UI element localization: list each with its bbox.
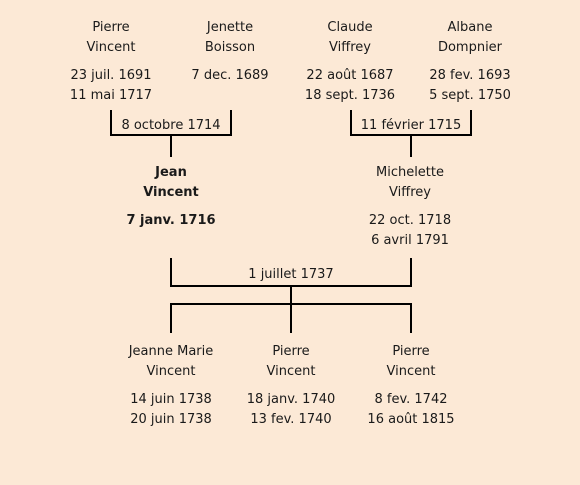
last-name: Vincent: [386, 364, 436, 379]
death-date: 20 juin 1738: [130, 412, 212, 427]
birth-date: 7 janv. 1716: [126, 213, 216, 228]
last-name: Dompnier: [437, 40, 503, 55]
death-date: 16 août 1815: [367, 412, 455, 427]
first-name: Pierre: [392, 344, 430, 359]
death-date: 13 fev. 1740: [250, 412, 332, 427]
first-name: Albane: [447, 20, 493, 35]
birth-date: 28 fev. 1693: [429, 68, 511, 83]
last-name: Vincent: [86, 40, 136, 55]
death-date: 18 sept. 1736: [304, 88, 396, 103]
first-name: Jenette: [206, 20, 254, 35]
first-name: Michelette: [375, 165, 444, 180]
death-date: 11 mai 1717: [69, 88, 153, 103]
person-jean-vincent: Jean Vincent 7 janv. 1716: [96, 163, 246, 251]
birth-date: 8 fev. 1742: [374, 392, 448, 407]
last-name: Viffrey: [389, 185, 431, 200]
child-jeanne-marie-vincent: Jeanne Marie Vincent 14 juin 1738 20 jui…: [96, 342, 246, 430]
death-date: 6 avril 1791: [371, 233, 449, 248]
first-name: Jean: [155, 165, 187, 180]
marriage-date-jean-michelette: 1 juillet 1737: [248, 267, 334, 282]
last-name: Boisson: [204, 40, 256, 55]
last-name: Viffrey: [329, 40, 371, 55]
marriage-date-vincent-boisson: 8 octobre 1714: [121, 118, 221, 133]
last-name: Vincent: [266, 364, 316, 379]
birth-date: 7 dec. 1689: [191, 68, 269, 83]
first-name: Claude: [327, 20, 373, 35]
person-claude-viffrey: Claude Viffrey 22 août 1687 18 sept. 173…: [275, 18, 425, 106]
birth-date: 18 janv. 1740: [246, 392, 336, 407]
birth-date: 14 juin 1738: [130, 392, 212, 407]
first-name: Jeanne Marie: [128, 344, 214, 359]
last-name: Vincent: [146, 364, 196, 379]
first-name: Pierre: [92, 20, 130, 35]
person-albane-dompnier: Albane Dompnier 28 fev. 1693 5 sept. 175…: [395, 18, 545, 106]
birth-date: 23 juil. 1691: [70, 68, 152, 83]
person-michelette-viffrey: Michelette Viffrey 22 oct. 1718 6 avril …: [335, 163, 485, 251]
person-pierre-vincent-senior: Pierre Vincent 23 juil. 1691 11 mai 1717: [36, 18, 186, 106]
death-date: [96, 231, 246, 251]
birth-date: 22 oct. 1718: [368, 213, 452, 228]
death-date: 5 sept. 1750: [429, 88, 511, 103]
birth-date: 22 août 1687: [306, 68, 394, 83]
last-name: Vincent: [143, 185, 199, 200]
child-pierre-vincent-1742: Pierre Vincent 8 fev. 1742 16 août 1815: [336, 342, 486, 430]
marriage-date-viffrey-dompnier: 11 février 1715: [360, 118, 462, 133]
child-pierre-vincent-1740: Pierre Vincent 18 janv. 1740 13 fev. 174…: [216, 342, 366, 430]
first-name: Pierre: [272, 344, 310, 359]
person-jenette-boisson: Jenette Boisson 7 dec. 1689: [155, 18, 305, 106]
